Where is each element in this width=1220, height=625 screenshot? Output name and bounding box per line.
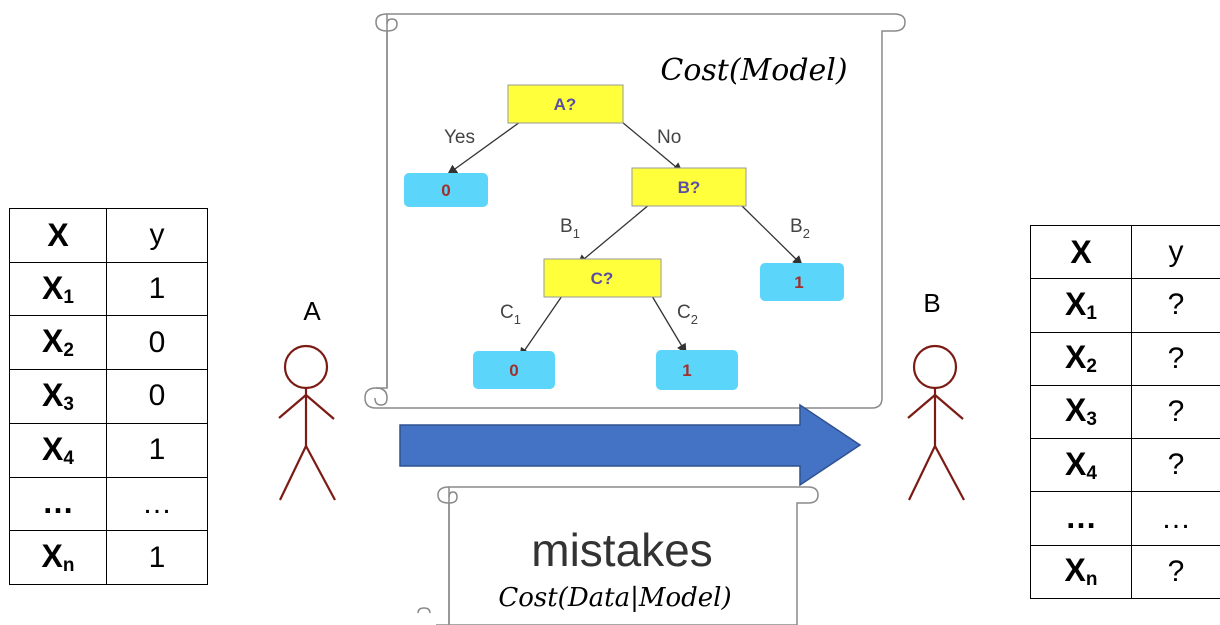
receiver-label: B: [923, 288, 940, 318]
tree-leaf-b2: 1: [760, 263, 844, 301]
sender-label: A: [303, 296, 321, 326]
data-scroll: [417, 486, 819, 625]
table-row: Xn ?: [1030, 544, 1220, 600]
column-header-y: y: [1131, 224, 1220, 280]
y-cell: ?: [1131, 331, 1220, 386]
x-cell: X4: [9, 422, 107, 478]
x-cell: Xn: [9, 530, 107, 585]
x-cell: X3: [1030, 384, 1132, 440]
edge-yes: [447, 121, 521, 175]
edge-label-c2: C2: [677, 302, 698, 327]
y-cell: 1: [106, 530, 208, 585]
table-row: X4 ?: [1030, 438, 1220, 493]
column-header-x: X: [1030, 224, 1132, 280]
x-cell: …: [9, 476, 107, 532]
training-data-table: X y X1 1 X2 0 X3 0 X4 1 … … Xn 1: [9, 208, 208, 585]
table-row: X3 ?: [1030, 384, 1220, 440]
y-cell: 1: [106, 422, 208, 478]
table-row: … …: [1030, 491, 1220, 546]
table-header-row: X y: [1030, 224, 1220, 280]
tree-edges: [447, 121, 803, 358]
edge-label-b2: B2: [790, 216, 810, 241]
edge-c1: [519, 295, 563, 358]
y-cell: 0: [106, 315, 208, 371]
column-header-y: y: [106, 208, 208, 263]
tree-node-c-label: C?: [591, 269, 614, 288]
tree-leaf-c1-label: 0: [509, 361, 518, 380]
edge-label-yes: Yes: [444, 127, 475, 148]
y-cell: …: [1131, 491, 1220, 546]
table-row: X2 0: [9, 315, 208, 371]
tree-node-a-label: A?: [554, 95, 577, 114]
tree-leaf-c2: 1: [656, 350, 738, 390]
edge-b1: [577, 203, 651, 265]
edge-label-c1: C1: [500, 302, 521, 327]
table-row: X1 ?: [1030, 278, 1220, 333]
y-cell: …: [106, 476, 208, 532]
y-cell: 1: [106, 261, 208, 317]
table-row: Xn 1: [9, 530, 208, 585]
table-header-row: X y: [9, 208, 208, 263]
data-cost-label: Cost(Data|Model): [498, 583, 731, 613]
tree-node-b-label: B?: [678, 178, 701, 197]
y-cell: 0: [106, 369, 208, 424]
x-cell: X4: [1030, 438, 1132, 493]
table-row: X4 1: [9, 422, 208, 478]
edge-c2: [651, 295, 687, 354]
y-cell: ?: [1131, 438, 1220, 493]
tree-leaf-yes-label: 0: [441, 181, 450, 200]
edge-label-no: No: [657, 127, 681, 148]
x-cell: X1: [1030, 278, 1132, 333]
table-row: … …: [9, 476, 208, 532]
table-row: X3 0: [9, 369, 208, 424]
x-cell: X2: [9, 315, 107, 371]
tree-leaf-c2-label: 1: [682, 361, 691, 380]
edge-label-b1: B1: [560, 216, 580, 241]
edge-no: [621, 121, 683, 173]
tree-leaf-yes: 0: [404, 173, 488, 207]
tree-leaf-b2-label: 1: [794, 273, 803, 292]
x-cell: X1: [9, 261, 107, 317]
x-cell: Xn: [1030, 544, 1132, 600]
tree-node-b: B?: [631, 167, 747, 207]
transmission-arrow: [399, 403, 862, 487]
x-cell: X3: [9, 369, 107, 424]
y-cell: ?: [1131, 278, 1220, 333]
table-row: X1 1: [9, 261, 208, 317]
tree-node-c: C?: [543, 258, 662, 298]
unlabeled-data-table: X y X1 ? X2 ? X3 ? X4 ? … … Xn ?: [1030, 224, 1220, 600]
edge-b2: [739, 203, 803, 266]
receiver-figure: [907, 344, 965, 501]
model-scroll: [364, 13, 906, 409]
x-cell: …: [1030, 491, 1132, 546]
y-cell: ?: [1131, 384, 1220, 440]
tree-node-a: A?: [507, 84, 624, 124]
column-header-x: X: [9, 208, 107, 263]
data-scroll-title: mistakes: [531, 524, 712, 576]
tree-leaf-c1: 0: [473, 351, 555, 389]
y-cell: ?: [1131, 544, 1220, 600]
table-row: X2 ?: [1030, 331, 1220, 386]
sender-figure: [278, 344, 336, 501]
x-cell: X2: [1030, 331, 1132, 386]
model-cost-label: Cost(Model): [660, 53, 847, 88]
